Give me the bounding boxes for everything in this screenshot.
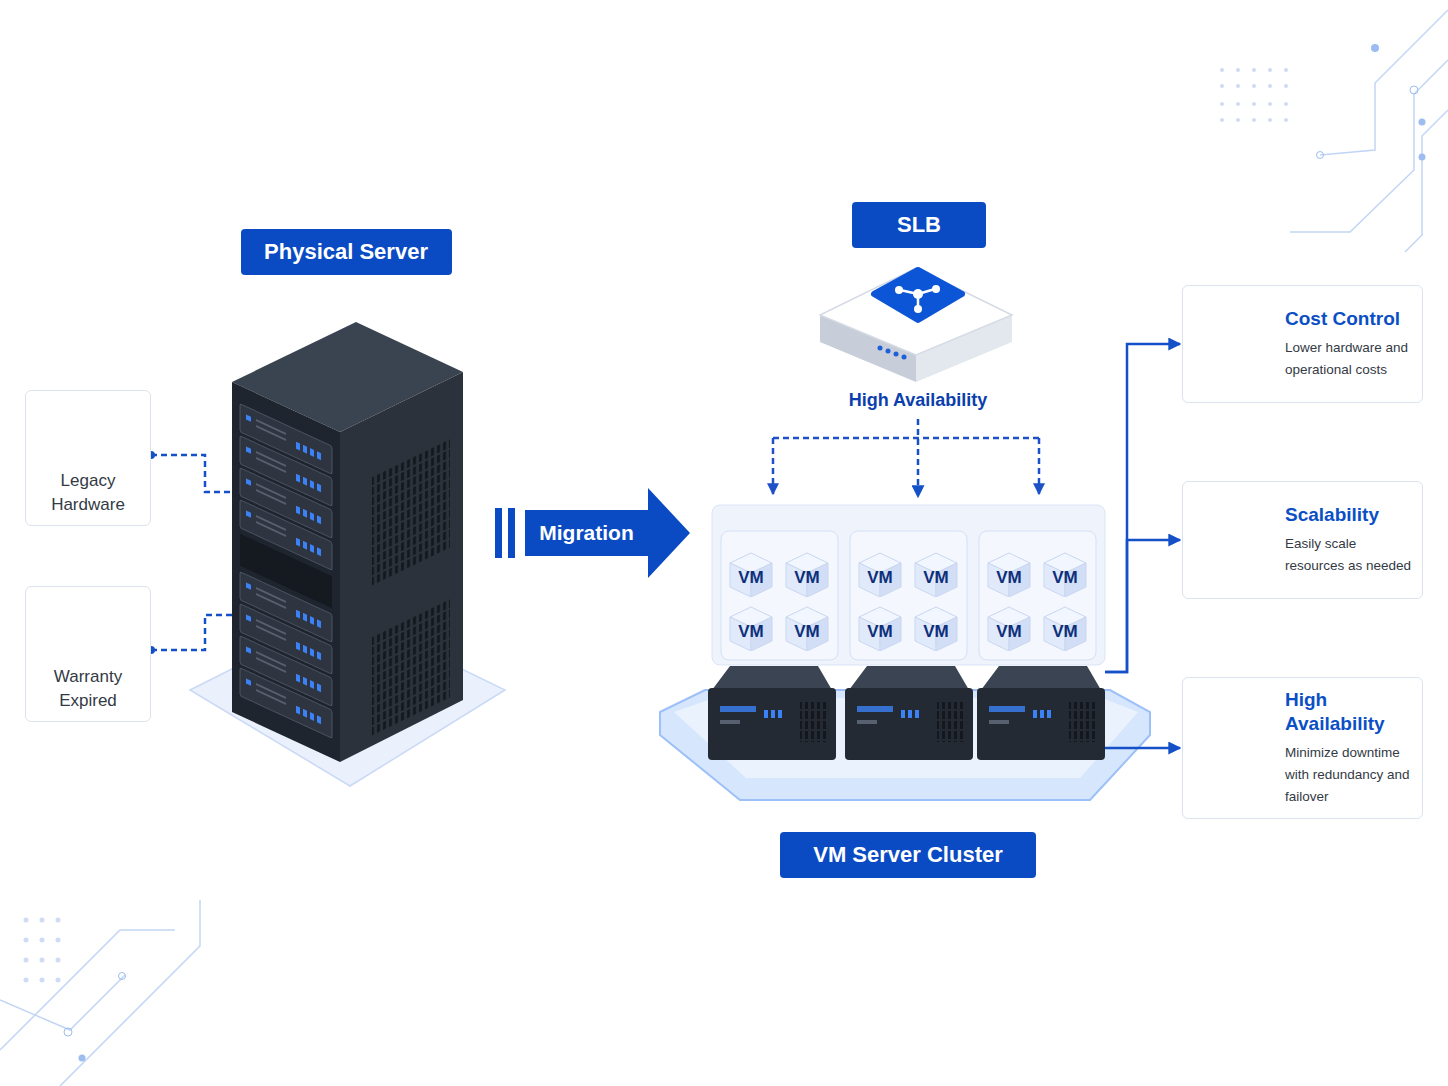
benefit-card: Cost ControlLower hardware and operation… — [1182, 285, 1423, 403]
vm-cube: VM — [857, 605, 903, 651]
connector-group — [147, 451, 232, 492]
vm-cube: VM — [986, 605, 1032, 651]
slb-branches — [773, 438, 1039, 494]
node-text: High Availability — [800, 390, 1036, 411]
node-text: VM — [996, 622, 1022, 642]
node-text: VM — [923, 568, 949, 588]
vm-cube: VM — [986, 551, 1032, 597]
connector-group — [1105, 540, 1180, 672]
node-text: Legacy Hardware — [26, 469, 150, 517]
vm-cube: VM — [784, 551, 830, 597]
node-text: VM — [738, 568, 764, 588]
benefit-card: High AvailabilityMinimize downtime with … — [1182, 677, 1423, 819]
vm-cube: VM — [728, 551, 774, 597]
connector — [1105, 747, 1180, 750]
node-text: VM — [923, 622, 949, 642]
vm-cube: VM — [913, 605, 959, 651]
dashed-connector — [917, 419, 920, 497]
connector-group — [1105, 748, 1180, 749]
node-text: Warranty Expired — [26, 665, 150, 713]
node-text: VM — [867, 568, 893, 588]
node-text: VM — [996, 568, 1022, 588]
node-text: VM — [1052, 568, 1078, 588]
card-title: Scalability — [1285, 503, 1414, 527]
issue-box: Warranty Expired — [25, 586, 151, 722]
load-balancer-device — [820, 268, 1012, 382]
migration-arrow — [525, 488, 690, 578]
vm-cube: VM — [728, 605, 774, 651]
node-text: VM — [867, 622, 893, 642]
dot-grid — [24, 68, 1289, 983]
benefit-card: ScalabilityEasily scale resources as nee… — [1182, 481, 1423, 599]
cluster-node: VM Server ClusterVMVMVMVMVMVMVMVMVMVMVMV… — [712, 505, 1105, 770]
vm-cube: VM — [913, 551, 959, 597]
node-text: VM — [794, 622, 820, 642]
heading-pill: VM Server Cluster — [780, 832, 1036, 878]
heading-pill: SLB — [852, 202, 986, 248]
server-rack — [190, 322, 505, 786]
issue-box: Legacy Hardware — [25, 390, 151, 526]
circuit-decor — [0, 10, 1448, 1086]
heading-pill: Physical Server — [241, 229, 452, 275]
connector-group — [918, 419, 919, 497]
node-text: VM — [738, 622, 764, 642]
connector — [1105, 540, 1180, 672]
node-text: Easily scale resources as needed — [1285, 533, 1414, 577]
arrow-bar — [495, 508, 502, 558]
node-text: Lower hardware and operational costs — [1285, 337, 1414, 381]
edge-label: Migration — [539, 521, 634, 545]
server-node: Physical Server — [232, 322, 463, 762]
connector-group — [495, 488, 690, 578]
load-balancer-node: SLBHigh Availability — [820, 270, 1016, 415]
node-text: VM — [794, 568, 820, 588]
node-text: VM — [1052, 622, 1078, 642]
cluster-platform — [660, 505, 1150, 800]
dashed-connector — [151, 615, 232, 650]
arrow-bar — [508, 508, 515, 558]
connector — [1105, 344, 1180, 672]
vm-cube: VM — [1042, 551, 1088, 597]
card-title: High Availability — [1285, 688, 1414, 736]
connector-group — [1105, 344, 1180, 672]
connector-group — [147, 615, 232, 654]
node-text: Minimize downtime with redundancy and fa… — [1285, 742, 1414, 808]
vm-cube: VM — [1042, 605, 1088, 651]
dashed-connector — [151, 455, 232, 492]
vm-cube: VM — [857, 551, 903, 597]
vm-cube: VM — [784, 605, 830, 651]
card-title: Cost Control — [1285, 307, 1414, 331]
